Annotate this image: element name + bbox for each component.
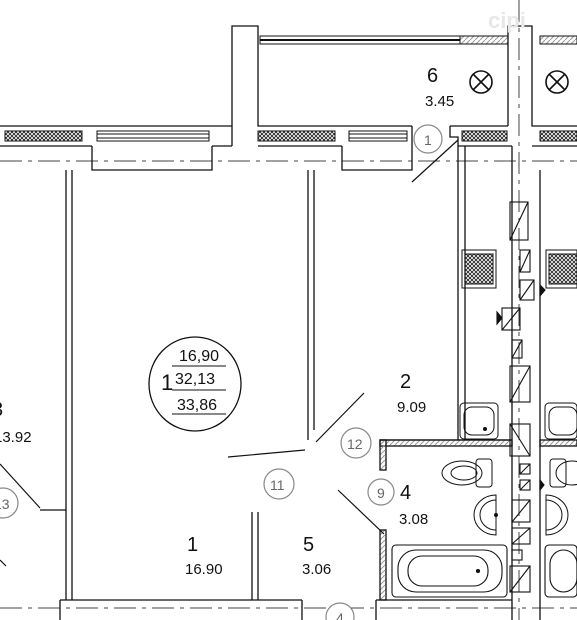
kitchen-sink-icon xyxy=(459,402,577,440)
room-5-area: 3.06 xyxy=(302,561,331,578)
stove-icon xyxy=(461,249,577,289)
room-3-number: 3 xyxy=(0,399,3,421)
svg-text:1: 1 xyxy=(424,132,432,148)
total-area: 32,13 xyxy=(175,371,215,388)
toilet-icon xyxy=(441,458,577,488)
room-2-number: 2 xyxy=(400,371,411,393)
marker-4: 4 xyxy=(325,602,355,620)
watermark: cipi xyxy=(488,8,526,33)
apartment-number: 1 xyxy=(161,370,173,395)
ventilation-icon xyxy=(469,70,569,94)
room-5-number: 5 xyxy=(303,534,314,556)
svg-text:4: 4 xyxy=(336,610,344,620)
ventilation-shafts xyxy=(496,201,546,593)
svg-text:9: 9 xyxy=(377,485,385,501)
total-area-with-balcony: 33,86 xyxy=(177,397,217,414)
room-6-number: 6 xyxy=(427,65,438,87)
room-4-number: 4 xyxy=(400,482,411,504)
marker-12: 12 xyxy=(340,427,372,459)
apartment-summary: 16,90 1 32,13 33,86 xyxy=(148,336,242,432)
svg-text:11: 11 xyxy=(270,477,285,493)
room-1-number: 1 xyxy=(187,534,198,556)
circle-markers: 1 12 11 9 13 4 xyxy=(0,124,443,620)
marker-9: 9 xyxy=(367,478,395,506)
room-labels: 6 3.45 2 9.09 3 13.92 4 3.08 1 16.90 5 3… xyxy=(0,65,454,578)
living-area: 16,90 xyxy=(179,348,219,365)
door-swings xyxy=(0,139,459,567)
wash-basin-icon xyxy=(473,494,569,536)
room-2-area: 9.09 xyxy=(397,399,426,416)
marker-13: 13 xyxy=(0,487,19,519)
bathtub-icon xyxy=(391,544,577,598)
room-3-area: 13.92 xyxy=(0,429,32,446)
walls xyxy=(0,25,577,620)
room-1-area: 16.90 xyxy=(185,561,223,578)
windows xyxy=(4,35,577,142)
marker-11: 11 xyxy=(263,468,295,500)
marker-1: 1 xyxy=(413,124,443,154)
room-6-area: 3.45 xyxy=(425,93,454,110)
svg-text:13: 13 xyxy=(0,496,10,512)
room-4-area: 3.08 xyxy=(399,511,428,528)
svg-text:12: 12 xyxy=(347,436,363,452)
